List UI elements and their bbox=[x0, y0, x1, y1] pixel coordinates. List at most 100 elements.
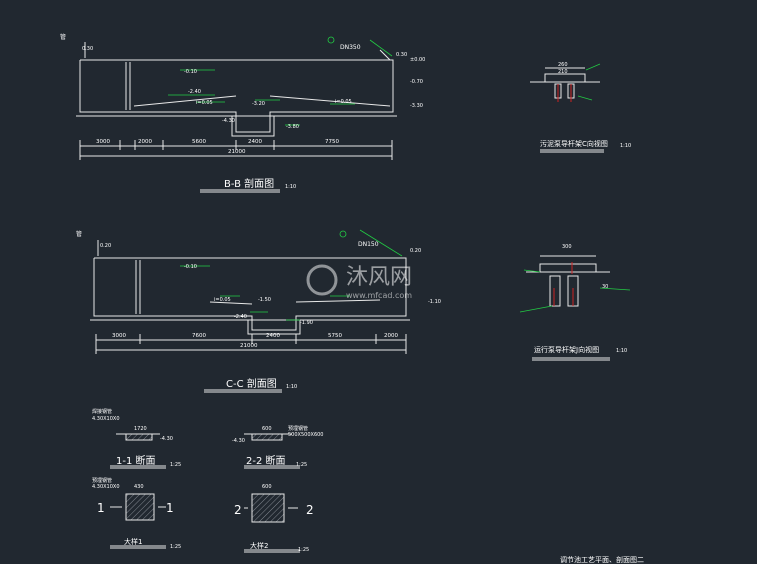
bb-scale: 1:10 bbox=[285, 184, 296, 190]
detail-11-scale: 1:25 bbox=[170, 462, 181, 468]
sloped-floor bbox=[209, 301, 253, 305]
level-010: -0.10 bbox=[184, 69, 197, 75]
detail-22 bbox=[244, 433, 300, 469]
detail-11-note-a: 焊接钢管 bbox=[92, 408, 112, 415]
sump-pit bbox=[231, 116, 275, 137]
running-view-title: 运行泵导杆架J向视图 bbox=[534, 345, 599, 354]
level-top: 0.30 bbox=[82, 46, 93, 52]
sludge-view-scale: 1:10 bbox=[620, 143, 631, 149]
slope-left: i=0.05 bbox=[196, 100, 213, 106]
pit-1-scale: 1:25 bbox=[170, 544, 181, 550]
level-110: -1.10 bbox=[428, 299, 441, 305]
drawing-caption: 调节池工艺平面、剖面图二 bbox=[560, 555, 644, 564]
pit-1-mark-left: 1 bbox=[97, 501, 105, 515]
detail-22-scale: 1:25 bbox=[296, 462, 307, 468]
pit-2-dim: 600 bbox=[262, 484, 272, 490]
pit-1 bbox=[110, 493, 166, 549]
level-070: -0.70 bbox=[410, 79, 423, 85]
slope-cc: i=0.05 bbox=[214, 297, 231, 303]
pit-2-scale: 1:25 bbox=[298, 547, 309, 553]
tank-outline-bb bbox=[79, 59, 394, 133]
detail-22-level: -4.30 bbox=[232, 438, 245, 444]
running-pump-annot bbox=[519, 269, 631, 313]
cc-water-lines bbox=[180, 229, 403, 321]
pipe-diameter-bb: DN350 bbox=[340, 44, 361, 51]
detail-22-note-a: 预埋钢管 bbox=[288, 425, 308, 432]
dim-2000: 2000 bbox=[138, 139, 152, 145]
level-top-cc: 0.20 bbox=[100, 243, 111, 249]
bb-water-lines bbox=[168, 36, 393, 126]
sloped-floor bbox=[269, 95, 391, 107]
level-380: -3.80 bbox=[286, 124, 299, 130]
level-240: -2.40 bbox=[188, 89, 201, 95]
pit-1-note-a: 预埋钢管 bbox=[92, 477, 112, 484]
vent-tag: 管 bbox=[60, 33, 66, 41]
level-top-right-cc: 0.20 bbox=[410, 248, 421, 254]
dim-7750: 7750 bbox=[325, 139, 339, 145]
pit-1-dim: 430 bbox=[134, 484, 144, 490]
watermark-url: www.mfcad.com bbox=[346, 291, 412, 300]
sloped-floor bbox=[295, 299, 381, 303]
sloped-floor bbox=[133, 95, 237, 107]
dim-2400: 2400 bbox=[248, 139, 262, 145]
vent-tag-cc: 管 bbox=[76, 230, 82, 238]
sludge-dim1: 260 bbox=[558, 62, 568, 68]
running-dim1: 300 bbox=[562, 244, 572, 250]
watermark-brand: 沐风网 bbox=[346, 265, 412, 290]
running-view-scale: 1:10 bbox=[616, 348, 627, 354]
level-010-cc: -0.10 bbox=[184, 264, 197, 270]
sump-pit bbox=[247, 320, 301, 335]
dim-total-cc: 21000 bbox=[240, 343, 258, 349]
detail-11-dim: 1720 bbox=[134, 426, 147, 432]
running-pump-red bbox=[553, 262, 574, 306]
pit-2-mark-left: 2 bbox=[234, 503, 242, 517]
detail-11-level: -4.30 bbox=[160, 436, 173, 442]
pit-1-note: 4.30X10X0 bbox=[92, 484, 120, 490]
dim-total: 21000 bbox=[228, 149, 246, 155]
slope-right: i=0.05 bbox=[335, 99, 352, 105]
detail-11 bbox=[110, 433, 166, 469]
inlet-pipe bbox=[379, 49, 391, 61]
sludge-dim2: 210 bbox=[558, 69, 568, 75]
dim-3000-cc: 3000 bbox=[112, 333, 126, 339]
dim-5600: 5600 bbox=[192, 139, 206, 145]
bb-title: B-B 剖面图 bbox=[224, 177, 274, 190]
detail-11-title: 1-1 断面 bbox=[116, 454, 156, 467]
level-zero: ±0.00 bbox=[410, 57, 425, 63]
section-cc bbox=[90, 240, 410, 393]
pit-2 bbox=[244, 493, 300, 553]
running-dim2: 30 bbox=[602, 284, 608, 290]
cc-scale: 1:10 bbox=[286, 384, 297, 390]
dim-3000: 3000 bbox=[96, 139, 110, 145]
sludge-pump-red bbox=[557, 84, 572, 102]
pipe-diameter-cc: DN150 bbox=[358, 241, 379, 248]
pit-2-title: 大样2 bbox=[250, 541, 268, 550]
pit-2-mark-right: 2 bbox=[306, 503, 314, 517]
sludge-pump-annot bbox=[577, 63, 601, 101]
level-330: -3.30 bbox=[410, 103, 423, 109]
watermark-logo-icon bbox=[306, 264, 338, 296]
pit-1-title: 大样1 bbox=[124, 537, 142, 546]
dim-2000-cc: 2000 bbox=[384, 333, 398, 339]
level-320: -3.20 bbox=[252, 101, 265, 107]
level-240-cc: -2.40 bbox=[234, 314, 247, 320]
dim-5750: 5750 bbox=[328, 333, 342, 339]
dim-7600: 7600 bbox=[192, 333, 206, 339]
tank-outline-cc bbox=[93, 257, 407, 331]
level-top-right: 0.30 bbox=[396, 52, 407, 58]
detail-11-note: 4.30X10X0 bbox=[92, 416, 120, 422]
sludge-pump-view bbox=[530, 67, 604, 153]
level-190: -1.90 bbox=[300, 320, 313, 326]
dim-2400-cc: 2400 bbox=[266, 333, 280, 339]
watermark: 沐风网 www.mfcad.com bbox=[306, 264, 412, 300]
detail-22-dim: 600 bbox=[262, 426, 272, 432]
cc-title: C-C 剖面图 bbox=[226, 377, 277, 390]
level-150: -1.50 bbox=[258, 297, 271, 303]
detail-22-note: 500X500X600 bbox=[288, 432, 323, 438]
level-430: -4.30 bbox=[222, 118, 235, 124]
section-bb bbox=[76, 42, 397, 193]
detail-22-title: 2-2 断面 bbox=[246, 454, 286, 467]
sludge-view-title: 污泥泵导杆架C向视图 bbox=[540, 139, 608, 148]
pit-1-mark-right: 1 bbox=[166, 501, 174, 515]
